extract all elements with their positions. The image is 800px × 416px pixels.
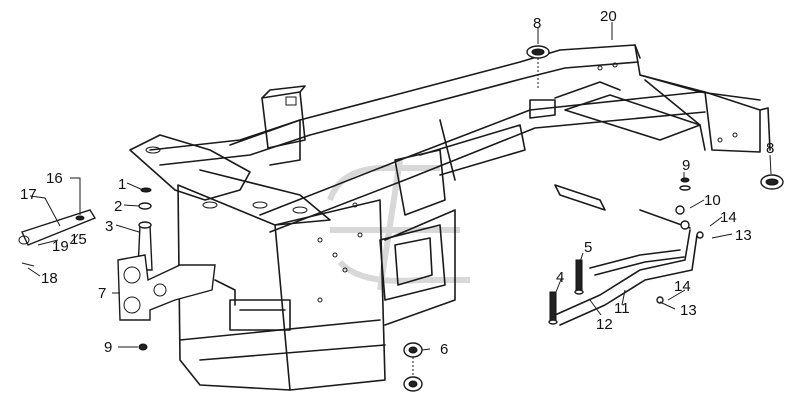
callout-11: 11 <box>614 300 630 317</box>
callout-labels: 1 2 3 4 5 6 7 8 8 9 9 10 11 12 13 13 14 … <box>20 8 774 358</box>
main-frame <box>129 44 771 391</box>
bolt-part <box>140 187 152 193</box>
callout-6: 6 <box>440 341 448 358</box>
mount-bottom-a <box>403 342 423 358</box>
callout-7: 7 <box>98 285 106 302</box>
rubber-mounts <box>403 45 784 392</box>
leader-lines <box>27 22 772 351</box>
callout-4: 4 <box>556 269 564 286</box>
callout-2: 2 <box>114 198 122 215</box>
callout-9-right: 9 <box>682 157 690 174</box>
callout-10: 10 <box>704 192 721 209</box>
mount-bottom-b <box>403 376 423 392</box>
callout-8-top: 8 <box>533 15 541 32</box>
mount-right <box>760 174 784 190</box>
callout-8-right: 8 <box>766 140 774 157</box>
callout-13-lower: 13 <box>680 302 697 319</box>
callout-9-left: 9 <box>104 339 112 356</box>
callout-13-upper: 13 <box>735 227 752 244</box>
callout-16: 16 <box>46 170 63 187</box>
line-assembly <box>548 177 704 326</box>
callout-14-lower: 14 <box>674 278 691 295</box>
callout-12: 12 <box>596 316 613 333</box>
washer-part <box>138 202 152 210</box>
callout-18: 18 <box>41 270 58 287</box>
axle-bracket-assembly <box>18 187 216 351</box>
bracket-part <box>117 254 216 321</box>
callout-5: 5 <box>584 239 592 256</box>
callout-1: 1 <box>118 176 126 193</box>
nut-part <box>138 343 148 351</box>
callout-15: 15 <box>70 231 87 248</box>
callout-19: 19 <box>52 238 69 255</box>
callout-20: 20 <box>600 8 617 25</box>
callout-3: 3 <box>105 218 113 235</box>
callout-14-upper: 14 <box>720 209 737 226</box>
callout-17: 17 <box>20 186 37 203</box>
mount-top <box>526 45 550 59</box>
